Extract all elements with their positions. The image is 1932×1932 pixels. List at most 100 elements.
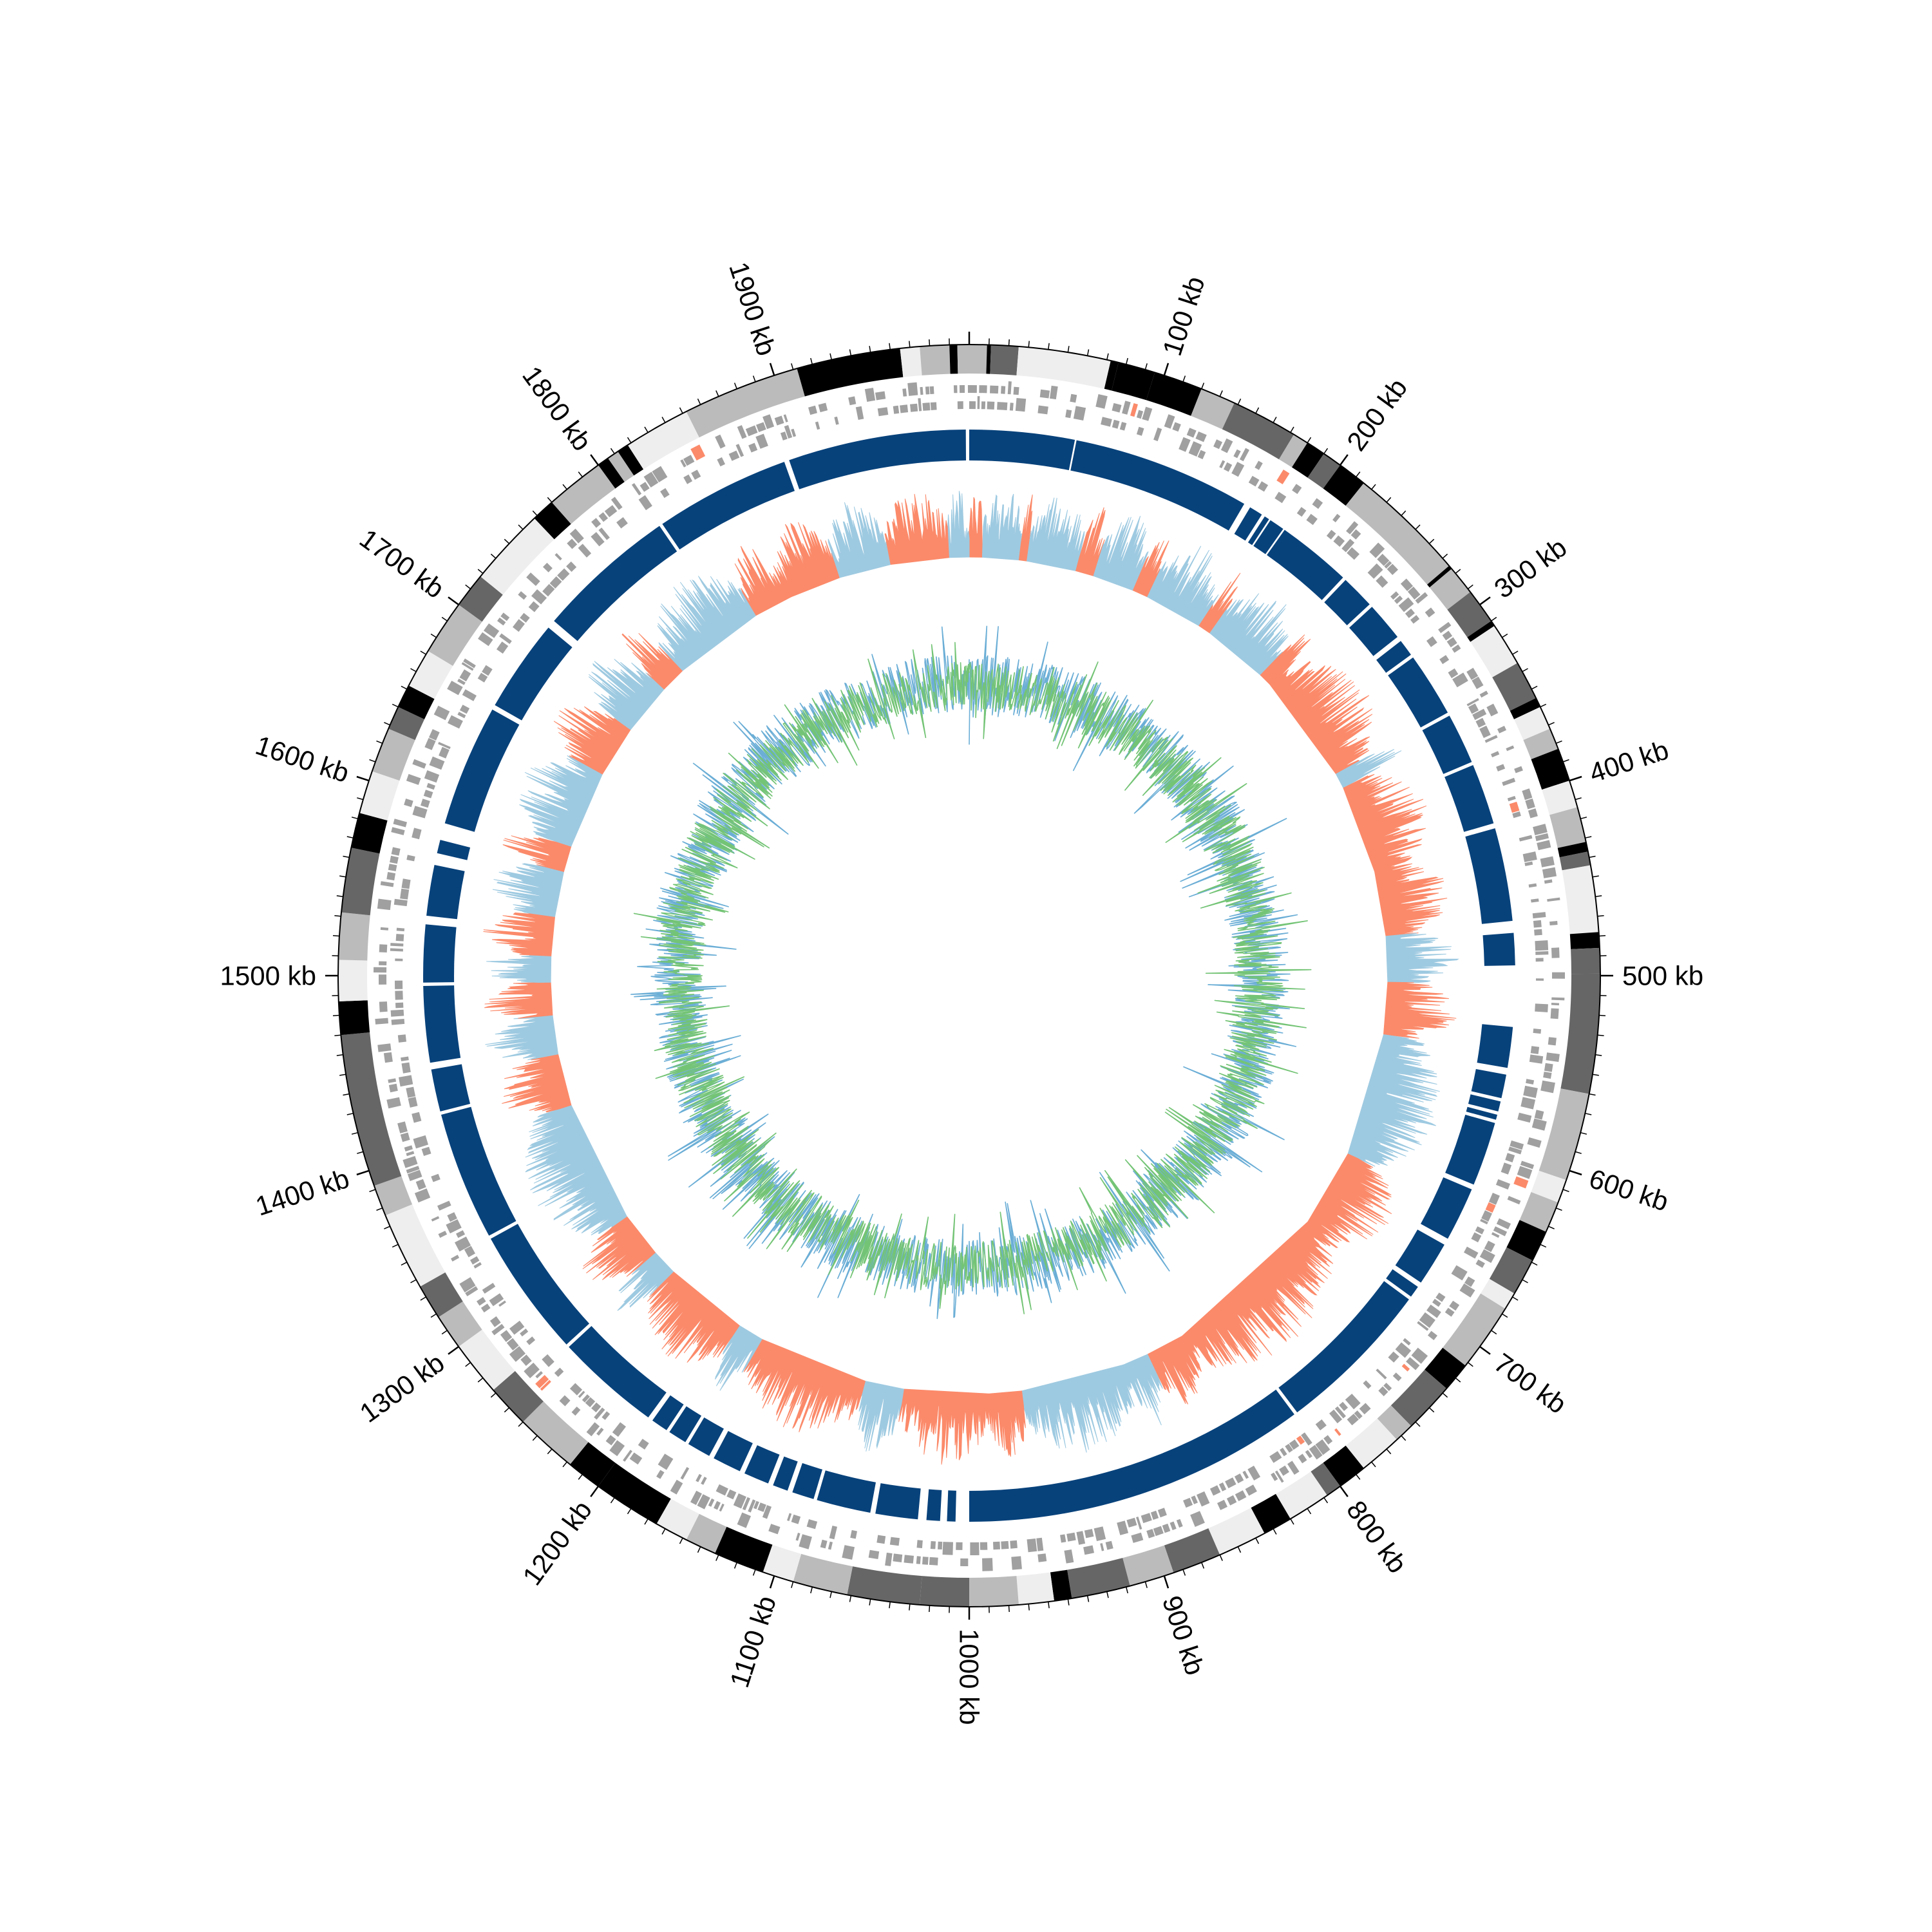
reverse-gene-221	[482, 665, 493, 676]
minor-tick	[1290, 426, 1294, 433]
contig-block-58	[715, 1526, 773, 1573]
reverse-gene-124	[1076, 1531, 1086, 1545]
reverse-gene-24	[1296, 507, 1307, 517]
forward-gene-14	[1142, 406, 1153, 421]
reverse-gene-60	[1534, 929, 1542, 936]
contig-block-20	[1510, 697, 1540, 719]
skew-region-25	[858, 1381, 904, 1452]
reverse-gene-10	[1101, 417, 1112, 427]
reverse-gene-8	[1065, 409, 1072, 419]
reverse-gene-138	[916, 1540, 923, 1548]
minor-tick	[889, 1602, 891, 1609]
contig-block-26	[1557, 842, 1588, 858]
reverse-gene-64	[1536, 978, 1544, 981]
minor-tick	[547, 497, 553, 503]
forward-gene-98	[1323, 1435, 1333, 1445]
reverse-gene-36	[1410, 615, 1420, 624]
reverse-gene-225	[520, 612, 530, 623]
forward-gene-230	[680, 459, 687, 468]
forward-gene-15	[1164, 414, 1175, 429]
minor-tick	[1467, 584, 1473, 589]
reverse-gene-128	[1027, 1539, 1037, 1553]
reverse-gene-45	[1479, 725, 1491, 738]
forward-gene-56	[1542, 867, 1557, 878]
forward-gene-121	[1064, 1549, 1074, 1564]
minor-tick	[1512, 650, 1519, 655]
synteny-block-2	[1234, 507, 1262, 541]
forward-gene-91	[1392, 1372, 1402, 1381]
skew-region-23	[989, 1390, 1026, 1457]
minor-tick	[1048, 343, 1050, 350]
forward-gene-195	[386, 872, 396, 881]
skew-region-16	[1383, 981, 1457, 1039]
minor-tick	[518, 1421, 524, 1427]
reverse-gene-25	[1306, 513, 1318, 526]
forward-gene-21	[1233, 449, 1241, 459]
skew-region-15	[1385, 933, 1459, 983]
reverse-gene-242	[735, 444, 744, 457]
synteny-block-4	[1253, 520, 1283, 554]
minor-tick	[420, 650, 426, 655]
reverse-gene-46	[1484, 735, 1498, 743]
minor-tick	[661, 417, 666, 423]
reverse-gene-114	[1191, 1495, 1198, 1504]
minor-tick	[1501, 633, 1508, 638]
forward-gene-224	[604, 505, 618, 518]
major-tick	[769, 363, 775, 376]
reverse-gene-31	[1376, 575, 1388, 588]
forward-gene-8	[1070, 393, 1077, 403]
synteny-block-43	[444, 709, 520, 832]
forward-gene-38	[1438, 621, 1452, 634]
skew-region-47	[884, 494, 950, 565]
reverse-gene-244	[755, 433, 768, 449]
minor-tick	[384, 1226, 390, 1229]
contig-block-61	[598, 1463, 671, 1524]
forward-gene-74	[1517, 1166, 1533, 1179]
reverse-gene-238	[683, 474, 693, 484]
minor-tick	[1512, 1296, 1519, 1301]
forward-gene-63	[1551, 1003, 1559, 1006]
forward-gene-13	[1136, 410, 1144, 419]
skew-region-0	[969, 497, 983, 558]
reverse-gene-122	[1094, 1526, 1106, 1541]
forward-gene-202	[406, 773, 421, 785]
forward-gene-62	[1551, 997, 1565, 1001]
tick-label-400kb: 400 kb	[1586, 734, 1672, 788]
reverse-gene-153	[715, 1484, 728, 1496]
skew-region-42	[621, 632, 683, 690]
forward-gene-227	[639, 482, 650, 492]
forward-gene-76	[1507, 1196, 1521, 1205]
reverse-gene-201	[395, 934, 404, 942]
tick-label-1500kb: 1500 kb	[220, 961, 316, 991]
reverse-gene-94	[1376, 1368, 1387, 1379]
forward-gene-26	[1312, 498, 1323, 509]
reverse-gene-101	[1301, 1432, 1312, 1446]
forward-gene-61	[1552, 972, 1566, 979]
forward-gene-127	[922, 1557, 929, 1565]
forward-gene-152	[586, 1422, 600, 1437]
reverse-gene-178	[455, 1236, 471, 1252]
contig-block-48	[1164, 1528, 1220, 1573]
reverse-gene-38	[1439, 655, 1450, 665]
reverse-gene-228	[542, 583, 555, 597]
reverse-gene-216	[448, 715, 463, 729]
skew-region-10	[1260, 634, 1311, 685]
forward-gene-32	[1384, 561, 1392, 569]
minor-tick	[1323, 448, 1329, 454]
minor-tick	[376, 1208, 383, 1211]
contig-block-93	[920, 345, 951, 375]
forward-gene-126	[929, 1557, 938, 1566]
contig-block-80	[408, 650, 453, 699]
forward-gene-113	[1170, 1521, 1177, 1530]
forward-gene-46	[1497, 726, 1506, 734]
minor-tick	[1467, 1362, 1473, 1367]
major-tick	[1479, 1345, 1491, 1355]
reverse-gene-152	[726, 1489, 737, 1500]
skew-region-22	[1021, 1364, 1135, 1453]
forward-gene-231	[683, 455, 695, 466]
forward-gene-191	[379, 944, 388, 952]
minor-tick	[1428, 1407, 1435, 1413]
contig-block-16	[1447, 592, 1492, 638]
minor-tick	[490, 1392, 497, 1398]
synteny-block-0	[969, 429, 1075, 471]
